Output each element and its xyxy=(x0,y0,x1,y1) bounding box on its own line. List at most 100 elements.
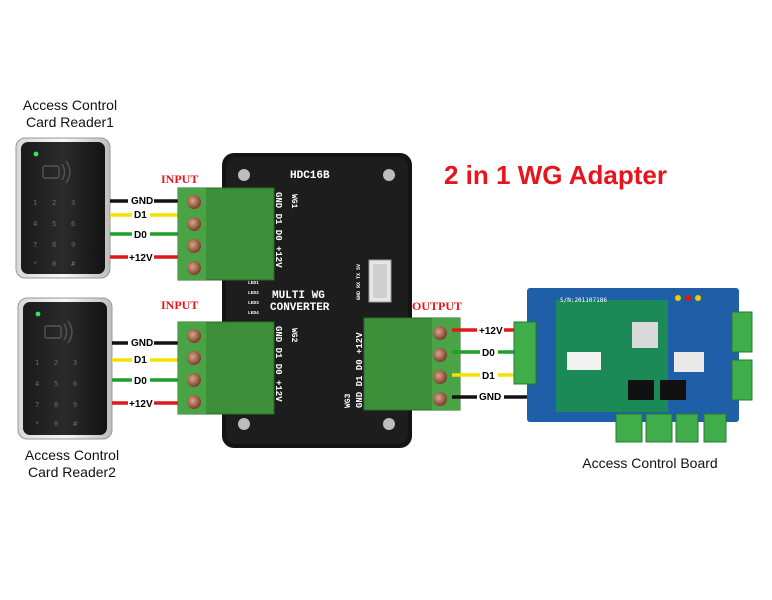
adapter-screw-br xyxy=(383,418,395,430)
reader1-wire-d1-label: D1 xyxy=(134,210,147,221)
output-wire-gnd-bg xyxy=(477,390,504,404)
svg-text:7: 7 xyxy=(33,241,37,249)
svg-text:8: 8 xyxy=(54,401,58,409)
terminal-block-input2 xyxy=(177,321,275,415)
adapter-led3-label: LED3 xyxy=(248,300,259,306)
board-relay-2 xyxy=(660,380,686,400)
card-reader-1: 1 2 3 4 5 6 7 8 9 * 0 # xyxy=(15,137,111,279)
adapter-name-line1: MULTI WG xyxy=(272,290,325,302)
board-component xyxy=(674,352,704,372)
svg-text:2: 2 xyxy=(54,359,58,367)
reader1-wire-d0-bg xyxy=(132,227,150,241)
board-relay-1 xyxy=(628,380,654,400)
reader2-label-line2: Card Reader2 xyxy=(28,464,116,480)
adapter-port3-name: WG3 xyxy=(344,393,353,408)
adapter-screw-bl xyxy=(238,418,250,430)
reader1-keypad: 1 2 3 4 5 6 7 8 9 * 0 # xyxy=(33,199,76,268)
reader2-wire-d1-label: D1 xyxy=(134,355,147,366)
reader2-card-icon xyxy=(44,320,73,344)
board-left-terminal xyxy=(513,321,537,385)
adapter-model: HDC16B xyxy=(290,170,330,182)
svg-text:9: 9 xyxy=(71,241,75,249)
svg-text:4: 4 xyxy=(33,220,37,228)
board-bottom-terminal-4 xyxy=(703,413,727,443)
board-led-yellow-2 xyxy=(695,295,701,301)
adapter-port1-pins: GND D1 D0 +12V xyxy=(273,192,283,268)
svg-text:0: 0 xyxy=(52,260,56,268)
board-right-terminal-1 xyxy=(731,311,753,353)
adapter-port2-pins: GND D1 D0 +12V xyxy=(273,326,283,402)
adapter-name-line2: CONVERTER xyxy=(270,302,330,314)
svg-text:7: 7 xyxy=(35,401,39,409)
adapter-screw-tl xyxy=(238,169,250,181)
svg-text:6: 6 xyxy=(71,220,75,228)
adapter-port1-name: WG1 xyxy=(289,194,298,209)
terminal-block-input1 xyxy=(177,187,275,281)
board-bottom-terminal-3 xyxy=(675,413,699,443)
reader1-wire-d1-bg xyxy=(132,207,150,221)
board-label: Access Control Board xyxy=(582,455,718,471)
reader1-label: Access Control Card Reader1 xyxy=(10,97,130,131)
output-wire-12v-bg xyxy=(477,323,504,337)
svg-text:0: 0 xyxy=(54,420,58,428)
board-bottom-terminal-2 xyxy=(645,413,673,443)
reader2-wire-d0-bg xyxy=(132,373,150,387)
output-wire-gnd-label: GND xyxy=(479,392,501,403)
svg-text:8: 8 xyxy=(52,241,56,249)
reader1-wire-12v-bg xyxy=(128,250,154,264)
reader2-label-line1: Access Control xyxy=(24,447,120,463)
output-wire-12v-label: +12V xyxy=(479,326,503,337)
board-chip xyxy=(632,322,658,348)
reader2-wire-d1-bg xyxy=(132,353,150,367)
input2-port-label: INPUT xyxy=(161,298,199,312)
output-wire-d0-bg xyxy=(480,345,498,359)
svg-text:1: 1 xyxy=(33,199,37,207)
svg-text:6: 6 xyxy=(73,380,77,388)
board-led-red xyxy=(685,295,691,301)
adapter-serial-pins: GND RX TX 5V xyxy=(356,264,362,300)
reader2-wire-gnd-bg xyxy=(128,336,154,350)
reader1-card-icon xyxy=(42,160,71,184)
input1-port-label: INPUT xyxy=(161,172,199,186)
svg-text:3: 3 xyxy=(73,359,77,367)
output-wire-d1-bg xyxy=(480,368,498,382)
board-sticker xyxy=(567,352,601,370)
reader1-wire-d0-label: D0 xyxy=(134,230,147,241)
svg-text:9: 9 xyxy=(73,401,77,409)
reader2-wire-d0-label: D0 xyxy=(134,376,147,387)
board-led-yellow-1 xyxy=(675,295,681,301)
board-right-terminal-2 xyxy=(731,359,753,401)
svg-text:*: * xyxy=(33,260,37,268)
adapter-screw-tr xyxy=(383,169,395,181)
adapter-led4-label: LED4 xyxy=(248,310,259,316)
output-wire-d0-label: D0 xyxy=(482,348,495,359)
svg-text:5: 5 xyxy=(54,380,58,388)
svg-text:3: 3 xyxy=(71,199,75,207)
reader2-wire-gnd-label: GND xyxy=(131,338,153,349)
reader1-label-line1: Access Control xyxy=(22,97,118,113)
svg-text:#: # xyxy=(71,260,76,268)
board-bottom-terminal-1 xyxy=(615,413,643,443)
svg-text:2: 2 xyxy=(52,199,56,207)
svg-text:5: 5 xyxy=(52,220,56,228)
diagram-title: 2 in 1 WG Adapter xyxy=(444,160,667,190)
output-port-label: OUTPUT xyxy=(412,299,463,313)
adapter-port2-name: WG2 xyxy=(289,328,298,343)
svg-text:#: # xyxy=(73,420,78,428)
adapter-port3-pins: GND D1 D0 +12V xyxy=(355,332,365,408)
board-serial: S/N:201107186 xyxy=(560,297,607,304)
adapter-led2-label: LED2 xyxy=(248,290,259,296)
svg-text:4: 4 xyxy=(35,380,39,388)
reader2-label: Access Control Card Reader2 xyxy=(12,447,132,481)
reader1-status-led xyxy=(33,151,39,157)
svg-text:1: 1 xyxy=(35,359,39,367)
reader1-label-line2: Card Reader1 xyxy=(26,114,114,130)
reader1-wire-gnd-label: GND xyxy=(131,196,153,207)
reader1-wire-gnd-bg xyxy=(128,193,154,207)
reader2-status-led xyxy=(35,311,41,317)
reader2-wire-12v-bg xyxy=(128,396,154,410)
adapter-led1-label: LED1 xyxy=(248,280,259,286)
